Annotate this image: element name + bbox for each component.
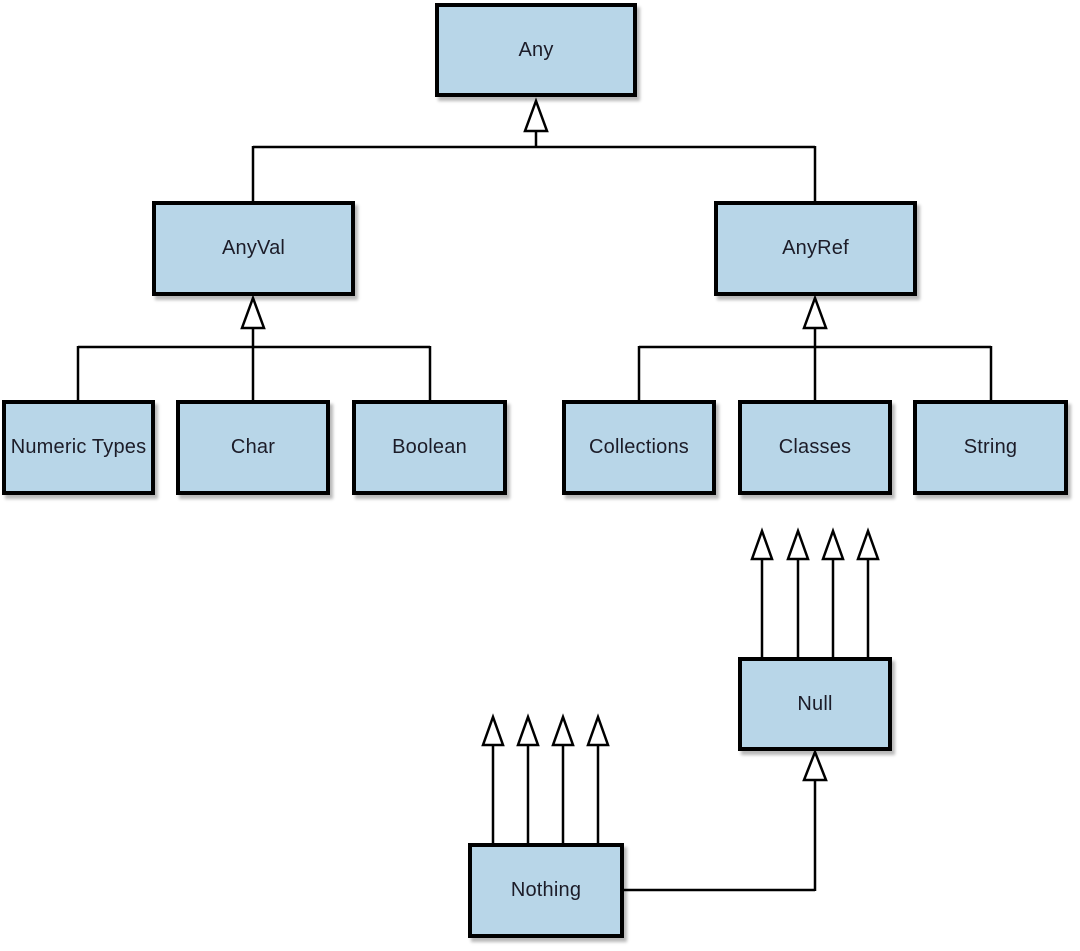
node-any: Any bbox=[435, 3, 637, 97]
inheritance-arrow-icon bbox=[786, 527, 810, 561]
inheritance-arrow-icon bbox=[802, 748, 828, 782]
null-upward-arrows bbox=[750, 527, 880, 659]
inheritance-arrow-icon bbox=[802, 294, 828, 330]
inheritance-arrow-icon bbox=[821, 527, 845, 561]
inheritance-arrow-icon bbox=[516, 713, 540, 747]
inheritance-arrow-icon bbox=[240, 294, 266, 330]
nothing-upward-arrows bbox=[481, 713, 610, 845]
edge-nothing-null bbox=[621, 748, 828, 892]
node-anyval: AnyVal bbox=[152, 201, 355, 296]
inheritance-arrow-icon bbox=[523, 97, 549, 133]
node-string: String bbox=[913, 400, 1068, 495]
inheritance-arrow-icon bbox=[750, 527, 774, 561]
node-collections: Collections bbox=[562, 400, 716, 495]
edge-any-children bbox=[251, 97, 817, 203]
node-classes: Classes bbox=[738, 400, 892, 495]
inheritance-arrow-icon bbox=[586, 713, 610, 747]
inheritance-arrow-icon bbox=[856, 527, 880, 561]
node-char: Char bbox=[176, 400, 330, 495]
node-anyref: AnyRef bbox=[714, 201, 917, 296]
inheritance-arrow-icon bbox=[481, 713, 505, 747]
edge-anyref-children bbox=[637, 294, 993, 402]
node-null: Null bbox=[738, 657, 892, 751]
node-nothing: Nothing bbox=[468, 843, 624, 938]
node-boolean: Boolean bbox=[352, 400, 507, 495]
node-numeric-types: Numeric Types bbox=[2, 400, 155, 495]
edge-anyval-children bbox=[76, 294, 432, 402]
inheritance-arrow-icon bbox=[551, 713, 575, 747]
